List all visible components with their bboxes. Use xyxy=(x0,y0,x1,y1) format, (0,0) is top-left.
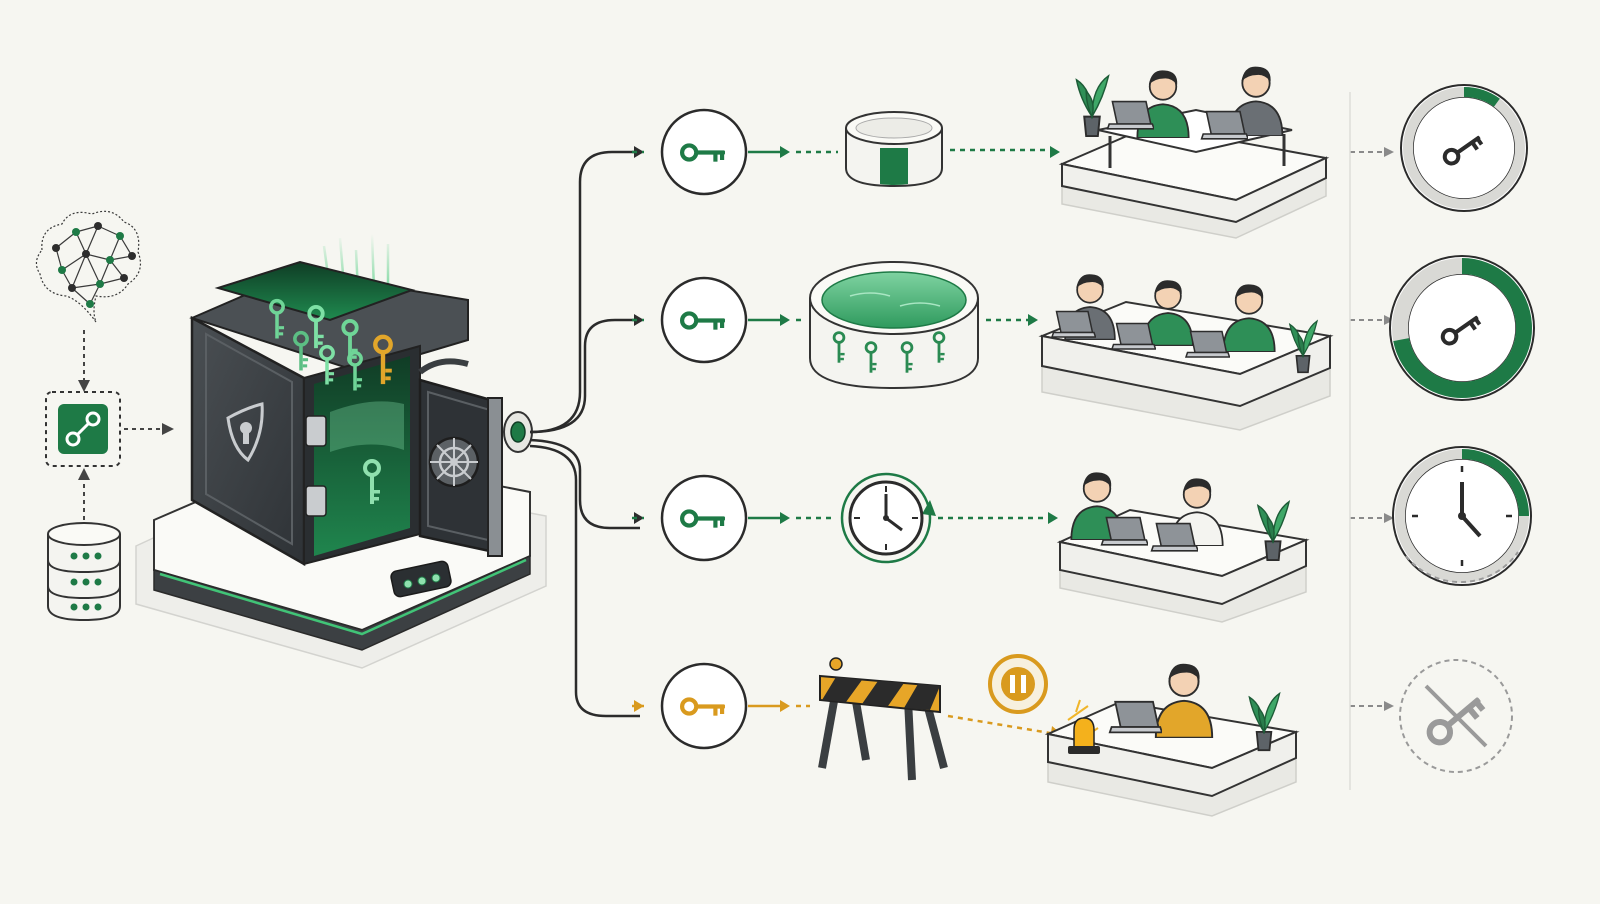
key-revoked-icon xyxy=(1399,659,1513,773)
gauge-fill xyxy=(1463,87,1500,107)
network-edge xyxy=(85,225,99,255)
team-desk-4 xyxy=(1044,662,1300,817)
network-edge xyxy=(71,287,91,305)
network-node xyxy=(96,280,104,288)
arrow-head xyxy=(634,146,644,158)
network-edge xyxy=(99,259,111,285)
network-node xyxy=(128,252,136,260)
rotation-dash xyxy=(1405,551,1519,584)
lane-time-limited xyxy=(632,474,1394,562)
arrow-head xyxy=(780,146,790,158)
barrier-icon xyxy=(818,657,948,781)
key-pool-icon xyxy=(809,261,979,390)
gauge-fill xyxy=(1393,258,1532,398)
lane-pooled-keys xyxy=(632,276,1394,364)
pause-icon xyxy=(988,654,1048,714)
arrow-head xyxy=(1384,701,1394,711)
network-edge xyxy=(55,231,77,249)
network-node xyxy=(116,232,124,240)
network-edge xyxy=(99,277,125,285)
network-node xyxy=(106,256,114,264)
distribution-lines xyxy=(529,150,640,718)
arrow-head xyxy=(634,314,644,326)
lane-small-quota xyxy=(632,108,1394,196)
network-node xyxy=(94,222,102,230)
brain-network-icon xyxy=(35,210,141,323)
status-led xyxy=(417,576,427,586)
small-container-icon xyxy=(845,111,943,188)
network-node xyxy=(58,266,66,274)
safe-vault-icon xyxy=(189,233,469,567)
key-badge xyxy=(660,108,748,196)
shield-keyhole-icon xyxy=(226,402,264,463)
arrow-head xyxy=(634,512,644,524)
arrow-head xyxy=(78,380,90,392)
vault-door xyxy=(418,358,503,557)
vault-outlet-port xyxy=(503,411,533,453)
network-node xyxy=(120,274,128,282)
arrow-head xyxy=(1384,315,1394,325)
usage-gauge-time-limited xyxy=(1392,446,1532,586)
arrow-head xyxy=(780,700,790,712)
key-badge xyxy=(660,276,748,364)
usage-gauge-small-quota xyxy=(1400,84,1528,212)
team-desk-1 xyxy=(1058,65,1330,239)
network-edge xyxy=(71,283,101,289)
arrow-head xyxy=(162,423,174,435)
connector-arrow xyxy=(947,714,1057,736)
arrow-head xyxy=(780,314,790,326)
arrow-head xyxy=(634,700,644,712)
arrow-head xyxy=(1384,513,1394,523)
network-node xyxy=(82,250,90,258)
team-desk-3 xyxy=(1056,471,1310,623)
arrow-head xyxy=(780,512,790,524)
network-node xyxy=(86,300,94,308)
network-edge xyxy=(85,253,101,285)
network-edge xyxy=(85,253,111,261)
key-badge xyxy=(660,662,748,750)
database-icon xyxy=(47,522,121,622)
network-edge xyxy=(109,235,121,261)
network-node xyxy=(72,228,80,236)
key-badge xyxy=(660,474,748,562)
network-node xyxy=(68,284,76,292)
key-link-icon xyxy=(45,391,121,467)
network-edge xyxy=(97,225,121,237)
usage-gauge-pooled-keys xyxy=(1389,255,1535,401)
network-edge xyxy=(75,231,87,255)
clock-icon xyxy=(1412,466,1512,566)
arrow-head xyxy=(1028,314,1038,326)
status-leds xyxy=(403,573,441,589)
team-desk-2 xyxy=(1038,273,1334,431)
arrow-head xyxy=(78,468,90,480)
arrow-head xyxy=(1050,146,1060,158)
gauge-fill xyxy=(1461,449,1529,517)
status-led xyxy=(431,573,441,583)
clock-icon xyxy=(840,472,936,564)
network-edge xyxy=(61,253,87,271)
arrow-head xyxy=(1384,147,1394,157)
status-led xyxy=(403,579,413,589)
alarm-light-icon xyxy=(1067,699,1100,754)
network-node xyxy=(52,244,60,252)
arrow-head xyxy=(1048,512,1058,524)
network-edge xyxy=(71,253,87,289)
